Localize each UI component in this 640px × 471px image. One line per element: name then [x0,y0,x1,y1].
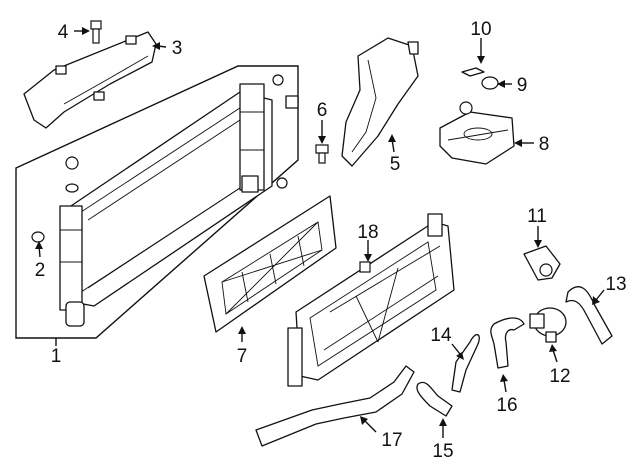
radiator-assembly-frame [15,65,299,339]
grommet [31,231,45,243]
fan-shroud [203,195,337,333]
thermostat-housing [523,245,561,281]
callout-9: 9 [517,75,528,96]
callout-10: 10 [470,19,491,40]
callout-7: 7 [237,346,248,367]
bolt [315,144,329,164]
callout-3: 3 [172,38,183,59]
hose-clamp-strip [461,67,485,77]
side-air-deflector [341,37,419,167]
radiator-mount-grommets [65,74,299,193]
callout-5: 5 [390,154,401,175]
callout-13: 13 [605,274,626,295]
hose [416,381,453,417]
lower-radiator-hose [255,365,415,447]
callout-2: 2 [35,260,46,281]
auxiliary-water-pump [529,307,567,343]
hose [565,286,613,345]
upper-air-deflector [23,31,157,129]
radiator [59,83,273,327]
coolant-reservoir [439,101,515,165]
callout-17: 17 [381,430,402,451]
callout-18: 18 [357,222,378,243]
callout-15: 15 [432,441,453,462]
callout-16: 16 [496,395,517,416]
callout-11: 11 [527,206,547,227]
reservoir-cap [481,76,499,90]
leader-lines [35,27,605,438]
callout-6: 6 [317,100,328,121]
hose [451,334,480,393]
callout-1: 1 [51,346,62,367]
hose [490,317,525,369]
callout-8: 8 [539,134,550,155]
callout-4: 4 [58,22,69,43]
callout-12: 12 [549,366,570,387]
condenser [287,213,455,387]
bolt [90,20,102,44]
callout-14: 14 [430,325,452,346]
